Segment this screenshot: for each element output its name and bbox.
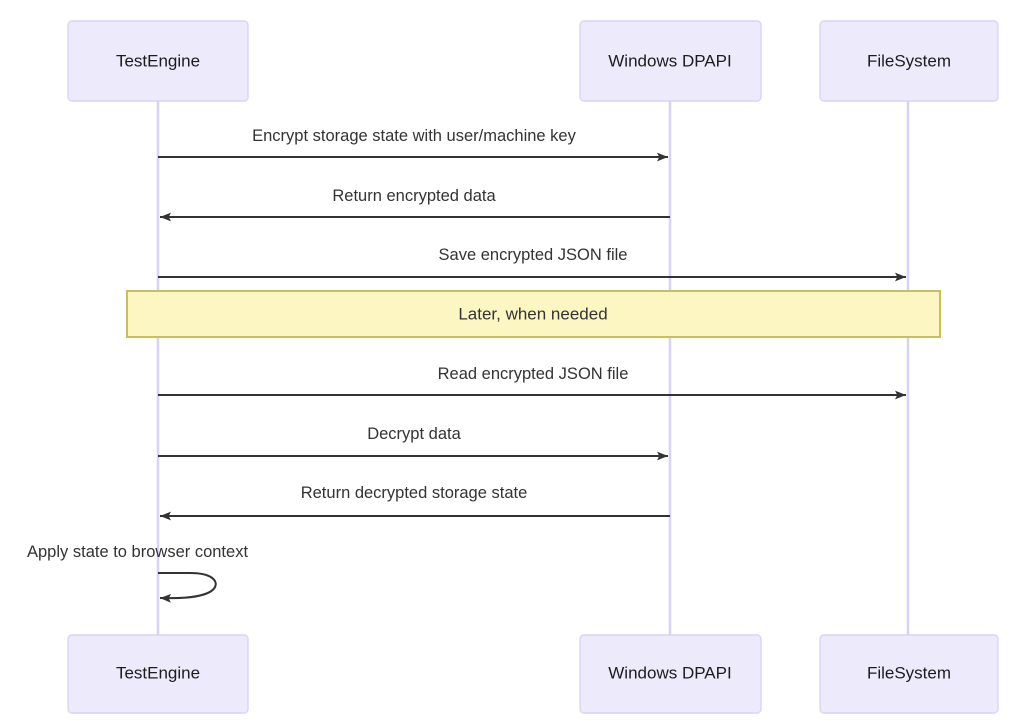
participant-box[interactable] (819, 634, 999, 714)
participant-box[interactable] (67, 20, 249, 102)
participant-box[interactable] (579, 634, 762, 714)
participant-top-filesystem[interactable]: FileSystem (819, 20, 999, 102)
participant-top-testengine[interactable]: TestEngine (67, 20, 249, 102)
message-return-encrypted-data[interactable]: Return encrypted data (160, 187, 670, 222)
note-label: Later, when needed (458, 304, 607, 323)
message-label: Encrypt storage state with user/machine … (252, 127, 576, 145)
message-label: Decrypt data (367, 425, 461, 443)
top-participants-group: TestEngine Windows DPAPI FileSystem (67, 20, 999, 102)
message-label: Save encrypted JSON file (439, 246, 628, 264)
message-encrypt-storage-state[interactable]: Encrypt storage state with user/machine … (158, 127, 668, 162)
bottom-participants-group: TestEngine Windows DPAPI FileSystem (67, 634, 999, 714)
participant-label: Windows DPAPI (608, 51, 731, 70)
participant-label: TestEngine (116, 51, 200, 70)
note-background[interactable] (126, 290, 941, 338)
participant-label: Windows DPAPI (608, 663, 731, 682)
message-return-decrypted-storage-state[interactable]: Return decrypted storage state (160, 484, 670, 521)
participant-label: FileSystem (867, 51, 951, 70)
participant-label: FileSystem (867, 663, 951, 682)
message-save-encrypted-json-file[interactable]: Save encrypted JSON file (158, 246, 906, 282)
participant-box[interactable] (67, 634, 249, 714)
message-read-encrypted-json-file[interactable]: Read encrypted JSON file (158, 365, 906, 400)
participant-bottom-dpapi[interactable]: Windows DPAPI (579, 634, 762, 714)
lifelines-group (156, 101, 910, 635)
participant-bottom-filesystem[interactable]: FileSystem (819, 634, 999, 714)
messages-group: Encrypt storage state with user/machine … (158, 127, 906, 521)
message-label: Read encrypted JSON file (438, 365, 629, 383)
participant-top-dpapi[interactable]: Windows DPAPI (579, 20, 762, 102)
participant-label: TestEngine (116, 663, 200, 682)
participant-box[interactable] (579, 20, 762, 102)
participant-box[interactable] (819, 20, 999, 102)
self-message-label: Apply state to browser context (27, 543, 248, 561)
self-message-loop-arrow[interactable] (158, 572, 217, 603)
note-later-when-needed[interactable]: Later, when needed (126, 290, 941, 338)
message-label: Return decrypted storage state (301, 484, 528, 502)
message-label: Return encrypted data (332, 187, 496, 205)
self-message-apply-state[interactable]: Apply state to browser context (27, 543, 248, 603)
message-decrypt-data[interactable]: Decrypt data (158, 425, 668, 461)
participant-bottom-testengine[interactable]: TestEngine (67, 634, 249, 714)
